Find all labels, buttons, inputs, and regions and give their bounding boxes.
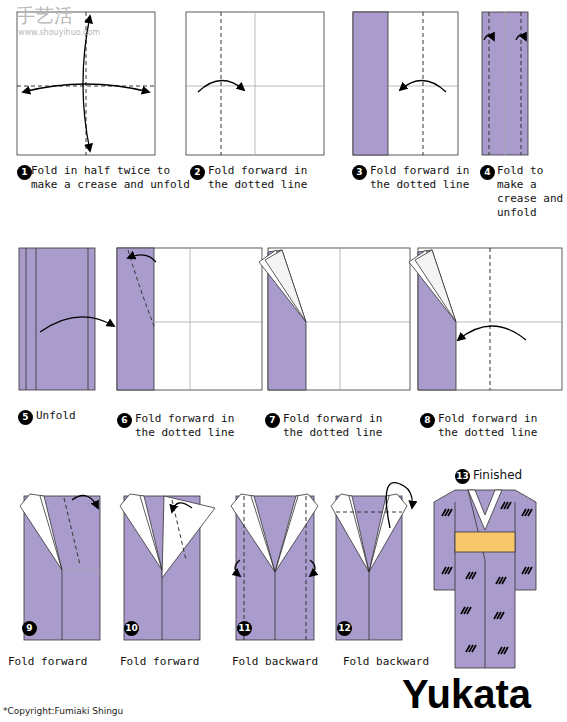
step-1-figure (17, 12, 155, 155)
callout-number: 3 (352, 165, 367, 180)
step-11-figure (231, 494, 318, 640)
step-caption: Fold in half twice to make a crease and … (31, 164, 191, 192)
callout-number: 2 (190, 165, 205, 180)
step-caption: Finished (473, 468, 522, 483)
pattern-mark (500, 612, 504, 619)
pattern-mark (448, 567, 452, 574)
pattern-mark (528, 567, 532, 574)
pattern-mark (502, 577, 506, 584)
step-6-figure (117, 248, 262, 390)
step-4-figure (482, 12, 528, 155)
pattern-mark (448, 509, 452, 516)
step-caption: Fold forward (8, 655, 103, 669)
step-3-figure (353, 12, 458, 155)
step-caption: Fold forward in the dotted line (370, 164, 482, 192)
step-caption: Fold backward (343, 655, 438, 669)
pattern-mark (528, 509, 532, 516)
callout-number: 8 (420, 413, 435, 428)
callout-number: 4 (480, 165, 495, 180)
finished-yukata (434, 490, 536, 668)
copyright-note: *Copyright:Fumiaki Shingu (3, 706, 123, 717)
watermark: 手艺活 (16, 4, 73, 26)
callout-number: 5 (18, 410, 33, 425)
callout-number: 1 (17, 165, 32, 180)
pattern-mark (504, 647, 508, 654)
callout-number: 11 (237, 621, 252, 636)
step-12-figure (331, 483, 412, 640)
step-5-figure (19, 248, 114, 390)
step-caption: Fold backward (232, 655, 327, 669)
callout-number: 6 (117, 413, 132, 428)
step-caption: Unfold (36, 409, 96, 423)
step-8-figure (409, 248, 562, 390)
step-caption: Fold forward (120, 655, 215, 669)
step-caption: Fold forward in the dotted line (283, 412, 395, 440)
step-2-figure (186, 12, 324, 155)
step-caption: Fold forward in the dotted line (135, 412, 247, 440)
pattern-mark (472, 645, 476, 652)
callout-number: 10 (124, 621, 139, 636)
step-9-figure (20, 494, 100, 640)
step-7-figure (259, 248, 410, 390)
callout-number: 13 (455, 469, 470, 484)
watermark-url: www.shouyihuo.com (18, 28, 100, 38)
pattern-mark (467, 607, 471, 614)
pattern-mark (507, 502, 511, 509)
pattern-mark (472, 572, 476, 579)
callout-number: 9 (22, 621, 37, 636)
callout-number: 7 (265, 413, 280, 428)
step-10-figure (120, 494, 215, 640)
step-caption: Fold forward in the dotted line (438, 412, 550, 440)
diagram-title: Yukata (402, 672, 531, 716)
step-caption: Fold to make a crease and unfold (497, 164, 565, 220)
callout-number: 12 (337, 621, 352, 636)
step-caption: Fold forward in the dotted line (208, 164, 320, 192)
